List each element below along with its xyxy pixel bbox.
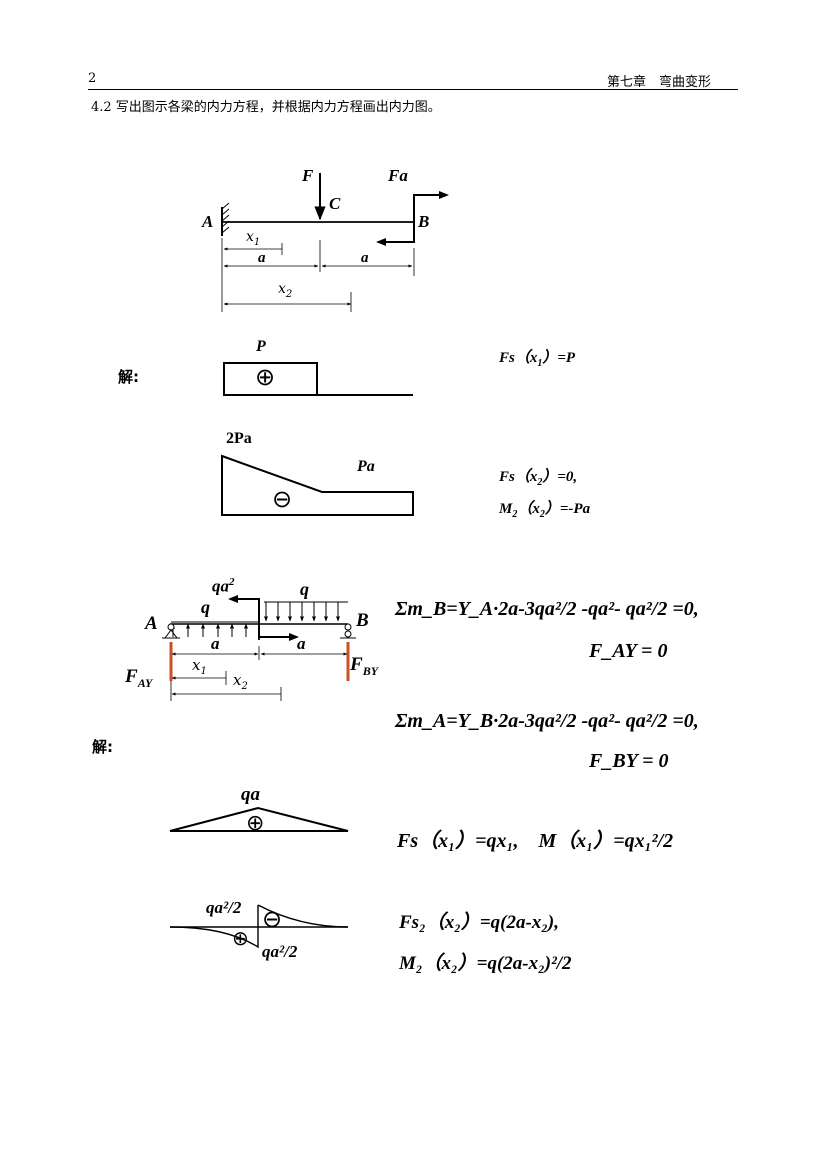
moment2-sign-minus: ⊖ <box>262 905 283 933</box>
moment1-eq2: M2（x2）=-Pa <box>499 501 591 520</box>
equation-fby: F_BY = 0 <box>589 750 669 772</box>
moment1-eq1: Fs（x2）=0, <box>499 469 578 488</box>
dim-a1-label: a <box>258 250 266 266</box>
label-b-end: B <box>418 212 430 231</box>
beam2-label-q-right: q <box>300 579 309 599</box>
moment2-eq1: Fs₂（x₂）=q(2a-x₂), <box>399 912 559 933</box>
dim-x2-label: x2 <box>278 281 293 300</box>
equation-sum-mb: Σm_B=Y_A·2a-3qa²/2 -qa²- qa²/2 =0, <box>395 598 699 620</box>
moment1-label-2pa: 2Pa <box>226 430 252 447</box>
beam2-dim-x1: x1 <box>192 656 207 677</box>
beam2-label-a: A <box>145 613 158 634</box>
shear1-equation: Fs（x1）=P <box>499 350 576 369</box>
beam2-label-fby: FBY <box>350 654 379 678</box>
shear1-sign-plus: ⊕ <box>255 363 276 391</box>
label-f: F <box>302 166 314 185</box>
beam1-wall-hatch <box>221 202 230 234</box>
header-rule <box>88 89 738 90</box>
shear2-sign-plus: ⊕ <box>246 811 265 836</box>
shear2-label-qa: qa <box>241 784 260 805</box>
beam2-dim-a2: a <box>297 634 306 653</box>
shear1-label-p: P <box>256 338 266 355</box>
beam2-label-q-left: q <box>201 597 210 617</box>
page-number: 2 <box>88 71 97 86</box>
shear-diagram-1-block <box>223 362 318 396</box>
beam2-diagram <box>162 595 356 701</box>
beam2-distributed-load-right <box>264 601 348 622</box>
beam1-diagram <box>221 173 449 312</box>
equation-fay: F_AY = 0 <box>589 640 668 662</box>
moment2-label-top: qa²/2 <box>206 898 242 917</box>
solution2-label: 解: <box>92 738 113 756</box>
beam2-label-qa2: qa2 <box>212 576 235 596</box>
moment2-eq2: M₂（x₂）=q(2a-x₂)²/2 <box>399 953 572 974</box>
moment1-label-pa: Pa <box>357 458 375 475</box>
beam2-dim-x2: x2 <box>233 671 248 692</box>
label-fa: Fa <box>388 166 408 185</box>
moment-diagram-1 <box>221 454 414 516</box>
dim-a2-label: a <box>361 250 369 266</box>
chapter-title: 第七章 弯曲变形 <box>607 75 712 90</box>
moment2-label-bottom: qa²/2 <box>262 942 298 961</box>
beam2-label-b: B <box>356 610 369 631</box>
moment2-sign-plus: ⊕ <box>232 926 249 950</box>
moment1-sign-minus: ⊖ <box>272 485 293 513</box>
problem-title: 4.2 写出图示各梁的内力方程，并根据内力方程画出内力图。 <box>91 100 441 115</box>
shear2-equation: Fs（x₁）=qx₁, M（x₁）=qx₁²/2 <box>397 830 674 852</box>
moment-diagram-1-shape <box>221 454 414 516</box>
beam2-dim-a1: a <box>211 634 220 653</box>
beam2-couple-arrow <box>232 598 296 638</box>
beam2-label-fay: FAY <box>125 666 153 690</box>
couple-fa-arrow <box>378 194 447 243</box>
shear-diagram-1 <box>223 362 413 396</box>
label-c: C <box>329 194 341 213</box>
equation-sum-ma: Σm_A=Y_B·2a-3qa²/2 -qa²- qa²/2 =0, <box>395 710 699 732</box>
moment-diagram-2 <box>169 904 349 949</box>
shear-diagram-2 <box>169 806 349 832</box>
label-a-support: A <box>202 212 214 231</box>
solution1-label: 解: <box>118 368 139 386</box>
dim-x1-label: x1 <box>246 229 261 248</box>
beam2-distributed-load-left <box>171 621 259 637</box>
